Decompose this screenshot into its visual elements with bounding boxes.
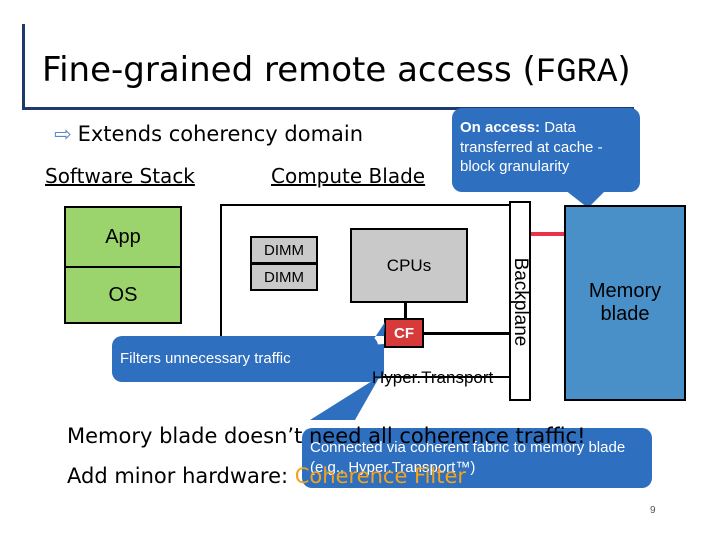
- arrow-icon: ⇨: [54, 122, 72, 146]
- filters-note: Filters unnecessary traffic: [120, 350, 291, 367]
- cpu-cf-link: [404, 303, 407, 319]
- title-accent-bar: [22, 24, 25, 109]
- os-box: OS: [64, 266, 182, 324]
- cf-backplane-link: [424, 332, 510, 335]
- fabric-callout-text: Connected via coherent fabric to memory …: [310, 439, 626, 476]
- footer-line-2: Add minor hardware: Coherence Filter: [67, 464, 467, 488]
- title-rule: [22, 107, 634, 110]
- memory-blade-box: Memory blade: [564, 205, 686, 401]
- footer-line-1: Memory blade doesn’t need all coherence …: [67, 424, 586, 448]
- software-stack-label: Software Stack: [45, 164, 195, 188]
- page-number: 9: [650, 505, 656, 516]
- bullet-item: ⇨Extends coherency domain: [54, 122, 364, 146]
- fabric-callout: [302, 428, 652, 488]
- backplane-memory-link: [528, 232, 564, 236]
- backplane-box: [509, 201, 531, 401]
- backplane-label: Backplane: [510, 257, 531, 347]
- compute-blade-label: Compute Blade: [271, 164, 426, 188]
- filters-callout: [112, 336, 378, 382]
- hypertransport-label: Hyper.Transport: [372, 368, 494, 387]
- page-title: Fine-grained remote access (FGRA): [42, 50, 631, 92]
- access-callout-text: On access: Data transferred at cache -bl…: [460, 119, 603, 175]
- access-callout: [452, 108, 640, 192]
- dimm-box-2: DIMM: [250, 263, 318, 291]
- coherence-filter-box: CF: [384, 318, 424, 348]
- cpus-box: CPUs: [350, 228, 468, 303]
